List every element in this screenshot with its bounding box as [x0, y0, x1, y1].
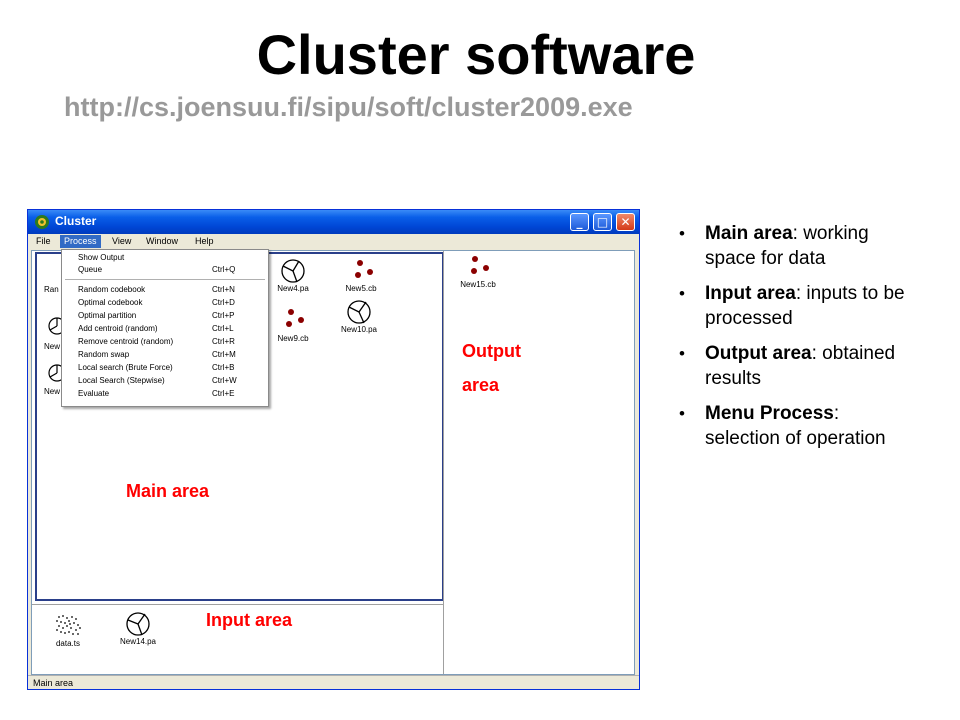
- client-area: Ran New New New4.pa: [31, 250, 635, 675]
- file-label: data.ts: [55, 639, 80, 648]
- output-annotation-line: Output: [462, 341, 521, 361]
- partition-icon: [126, 612, 150, 636]
- bullet-dot-icon: •: [679, 404, 685, 423]
- bullet-dot-icon: •: [679, 344, 685, 363]
- menu-help[interactable]: Help: [195, 236, 214, 246]
- file-item[interactable]: data.ts: [40, 613, 96, 655]
- close-button[interactable]: ✕: [616, 213, 635, 231]
- bullet-list: • Main area: working space for data • In…: [676, 221, 916, 461]
- bullet-item: • Menu Process: selection of operation: [676, 401, 916, 451]
- menu-file[interactable]: File: [36, 236, 51, 246]
- file-item[interactable]: New14.pa: [110, 611, 166, 653]
- codebook-icon: [471, 256, 489, 274]
- main-partial-label: Ran: [44, 285, 59, 294]
- menu-item-optimal-codebook[interactable]: Optimal codebook Ctrl+D: [78, 298, 235, 307]
- partition-icon: [347, 300, 371, 324]
- menu-item-random-swap[interactable]: Random swap Ctrl+M: [78, 350, 236, 359]
- output-annotation-line: area: [462, 375, 500, 395]
- bullet-term: Main area: [705, 223, 793, 244]
- menu-bar: File Process View Window Help: [28, 234, 639, 249]
- menu-separator: [65, 279, 265, 280]
- menu-item-evaluate[interactable]: Evaluate Ctrl+E: [78, 389, 235, 398]
- file-item[interactable]: New4.pa: [265, 258, 321, 300]
- process-dropdown-menu: Show Output Queue Ctrl+Q Random codebook…: [61, 249, 269, 407]
- menu-window[interactable]: Window: [146, 236, 179, 246]
- bullet-item: • Output area: obtained results: [676, 341, 916, 391]
- menu-item-optimal-partition[interactable]: Optimal partition Ctrl+P: [78, 311, 235, 320]
- file-item[interactable]: New5.cb: [333, 258, 389, 300]
- file-item[interactable]: New9.cb: [265, 308, 321, 350]
- partition-icon: [281, 259, 305, 283]
- output-area-annotation: Output area: [462, 334, 521, 402]
- file-label: New5.cb: [345, 284, 377, 293]
- menu-view[interactable]: View: [112, 236, 132, 246]
- main-partial-label: New: [44, 342, 61, 351]
- partition-icon: [48, 317, 65, 335]
- minimize-button[interactable]: _: [570, 213, 589, 231]
- output-area-divider: [443, 251, 444, 674]
- bullet-dot-icon: •: [679, 224, 685, 243]
- input-area-annotation: Input area: [206, 610, 293, 630]
- bullet-item: • Input area: inputs to be processed: [676, 281, 916, 331]
- main-partial-label: New: [44, 387, 61, 396]
- input-area-panel[interactable]: data.ts New14.pa: [32, 604, 443, 675]
- window-titlebar[interactable]: Cluster _ □ ✕: [28, 210, 639, 234]
- bullet-desc: : inputs to be processed: [705, 283, 905, 329]
- bullet-dot-icon: •: [679, 284, 685, 303]
- menu-item-local-search-brute-force[interactable]: Local search (Brute Force) Ctrl+B: [78, 363, 235, 372]
- bullet-term: Input area: [705, 283, 796, 304]
- menu-item-queue[interactable]: Queue Ctrl+Q: [78, 265, 236, 274]
- codebook-icon: [355, 260, 373, 278]
- file-item[interactable]: New10.pa: [331, 299, 387, 341]
- window-title: Cluster: [55, 214, 97, 228]
- file-label: New9.cb: [277, 334, 309, 343]
- bullet-item: • Main area: working space for data: [676, 221, 916, 271]
- bullet-term: Output area: [705, 343, 812, 364]
- file-label: New10.pa: [340, 325, 378, 334]
- bullet-desc: : working space for data: [705, 223, 869, 269]
- main-area-annotation: Main area: [126, 481, 210, 501]
- bullet-term: Menu Process: [705, 403, 834, 424]
- bullet-desc: : obtained results: [705, 343, 896, 389]
- cluster-window: Cluster _ □ ✕ File Process View Window H…: [27, 209, 640, 690]
- partition-icon: [48, 364, 65, 382]
- slide-title: Cluster software: [256, 23, 696, 86]
- menu-item-random-codebook[interactable]: Random codebook Ctrl+N: [78, 285, 235, 294]
- download-url[interactable]: http://cs.joensuu.fi/sipu/soft/cluster20…: [64, 92, 633, 122]
- menu-item-remove-centroid[interactable]: Remove centroid (random) Ctrl+R: [78, 337, 235, 346]
- menu-item-add-centroid[interactable]: Add centroid (random) Ctrl+L: [78, 324, 234, 333]
- codebook-icon: [286, 309, 304, 327]
- status-bar: Main area: [28, 675, 639, 689]
- maximize-button[interactable]: □: [593, 213, 612, 231]
- file-label: New4.pa: [277, 284, 309, 293]
- app-icon: [35, 215, 49, 229]
- file-label: New15.cb: [460, 280, 496, 289]
- file-label: New14.pa: [119, 637, 157, 646]
- menu-process[interactable]: Process: [60, 235, 101, 248]
- menu-item-show-output[interactable]: Show Output: [78, 253, 125, 262]
- file-item[interactable]: New15.cb: [450, 254, 506, 296]
- bullet-desc: : selection of operation: [705, 403, 886, 449]
- menu-item-local-search-stepwise[interactable]: Local Search (Stepwise) Ctrl+W: [78, 376, 237, 385]
- dataset-icon: [56, 615, 81, 635]
